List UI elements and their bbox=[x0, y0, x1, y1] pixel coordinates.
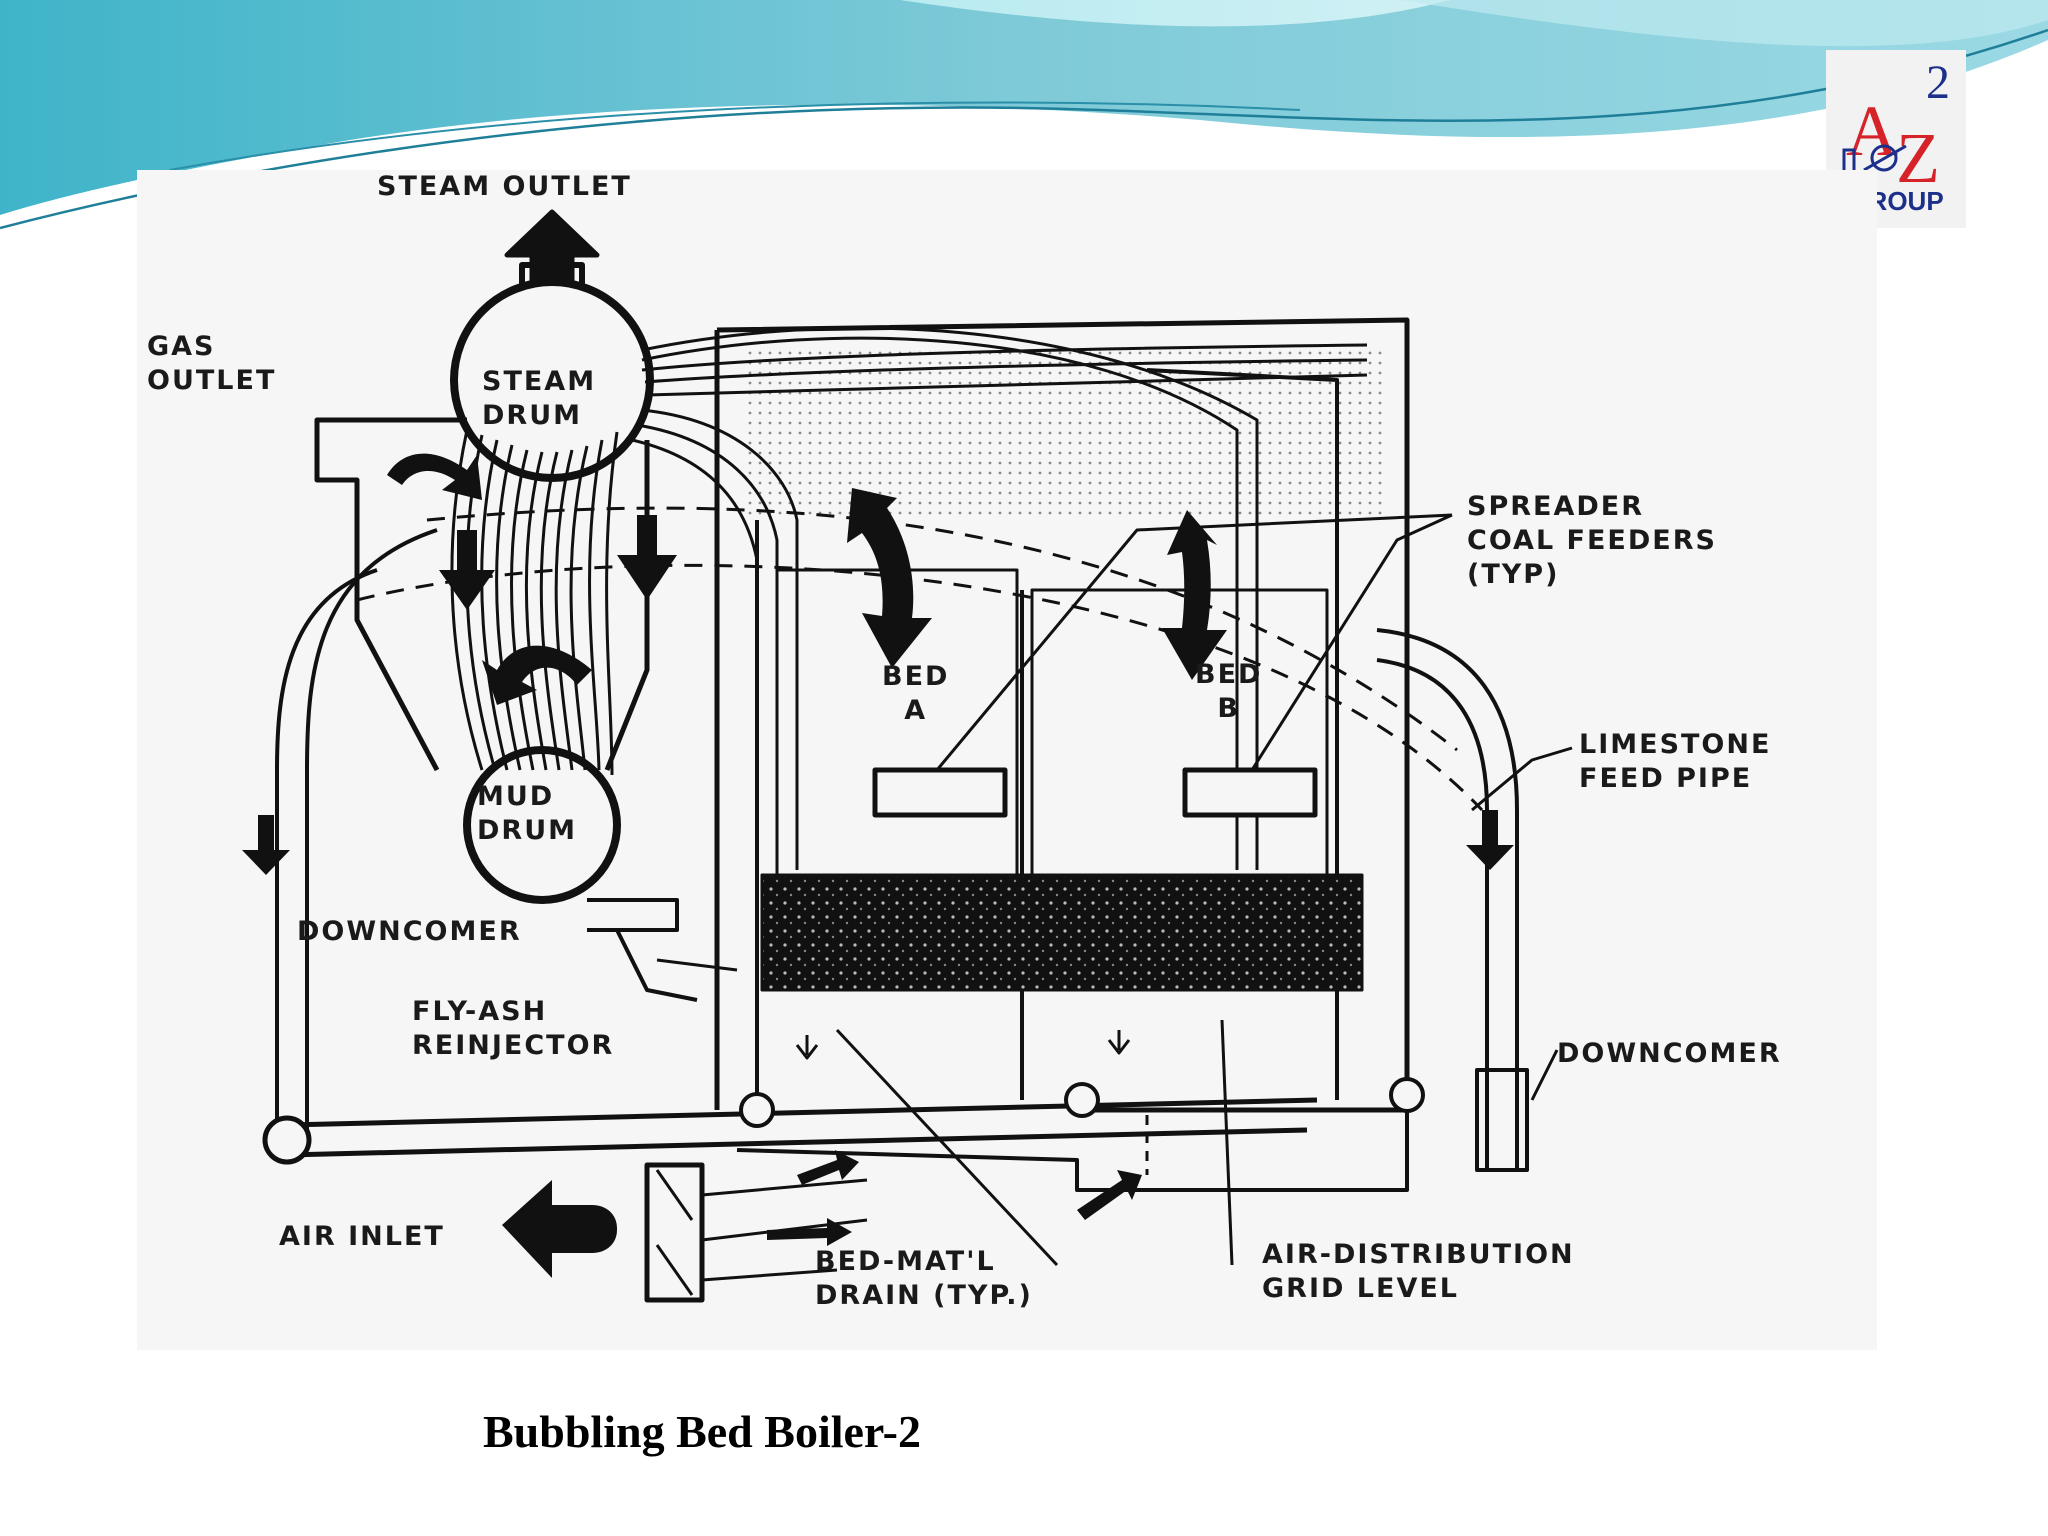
label-air-distribution-grid: AIR-DISTRIBUTION GRID LEVEL bbox=[1262, 1239, 1575, 1304]
label-steam-outlet: STEAM OUTLET bbox=[377, 171, 632, 202]
label-spreader-coal-feeders: SPREADER COAL FEEDERS (TYP) bbox=[1467, 491, 1717, 590]
boiler-schematic bbox=[242, 209, 1573, 1303]
label-bed-a: BED A bbox=[882, 661, 950, 726]
logo-superscript: 2 bbox=[1926, 56, 1950, 109]
label-steam-drum: STEAM DRUM bbox=[482, 366, 597, 431]
logo-letter-z: Z bbox=[1896, 118, 1940, 198]
label-gas-outlet: GAS OUTLET bbox=[147, 331, 277, 396]
label-downcomer-right: DOWNCOMER bbox=[1557, 1038, 1782, 1069]
label-downcomer-left: DOWNCOMER bbox=[297, 916, 522, 947]
slide-caption: Bubbling Bed Boiler-2 bbox=[483, 1406, 921, 1457]
label-bed-material-drain: BED-MAT'L DRAIN (TYP.) bbox=[815, 1246, 1033, 1311]
boiler-diagram: STEAM OUTLET GAS OUTLET STEAM DRUM MUD D… bbox=[137, 170, 1877, 1350]
label-bed-b: BED B bbox=[1195, 659, 1263, 724]
label-fly-ash-reinjector: FLY-ASH REINJECTOR bbox=[412, 996, 615, 1061]
label-air-inlet: AIR INLET bbox=[279, 1221, 445, 1252]
label-mud-drum: MUD DRUM bbox=[477, 781, 577, 846]
header-wave-decoration bbox=[0, 0, 2048, 230]
label-limestone-feed-pipe: LIMESTONE FEED PIPE bbox=[1579, 729, 1772, 794]
